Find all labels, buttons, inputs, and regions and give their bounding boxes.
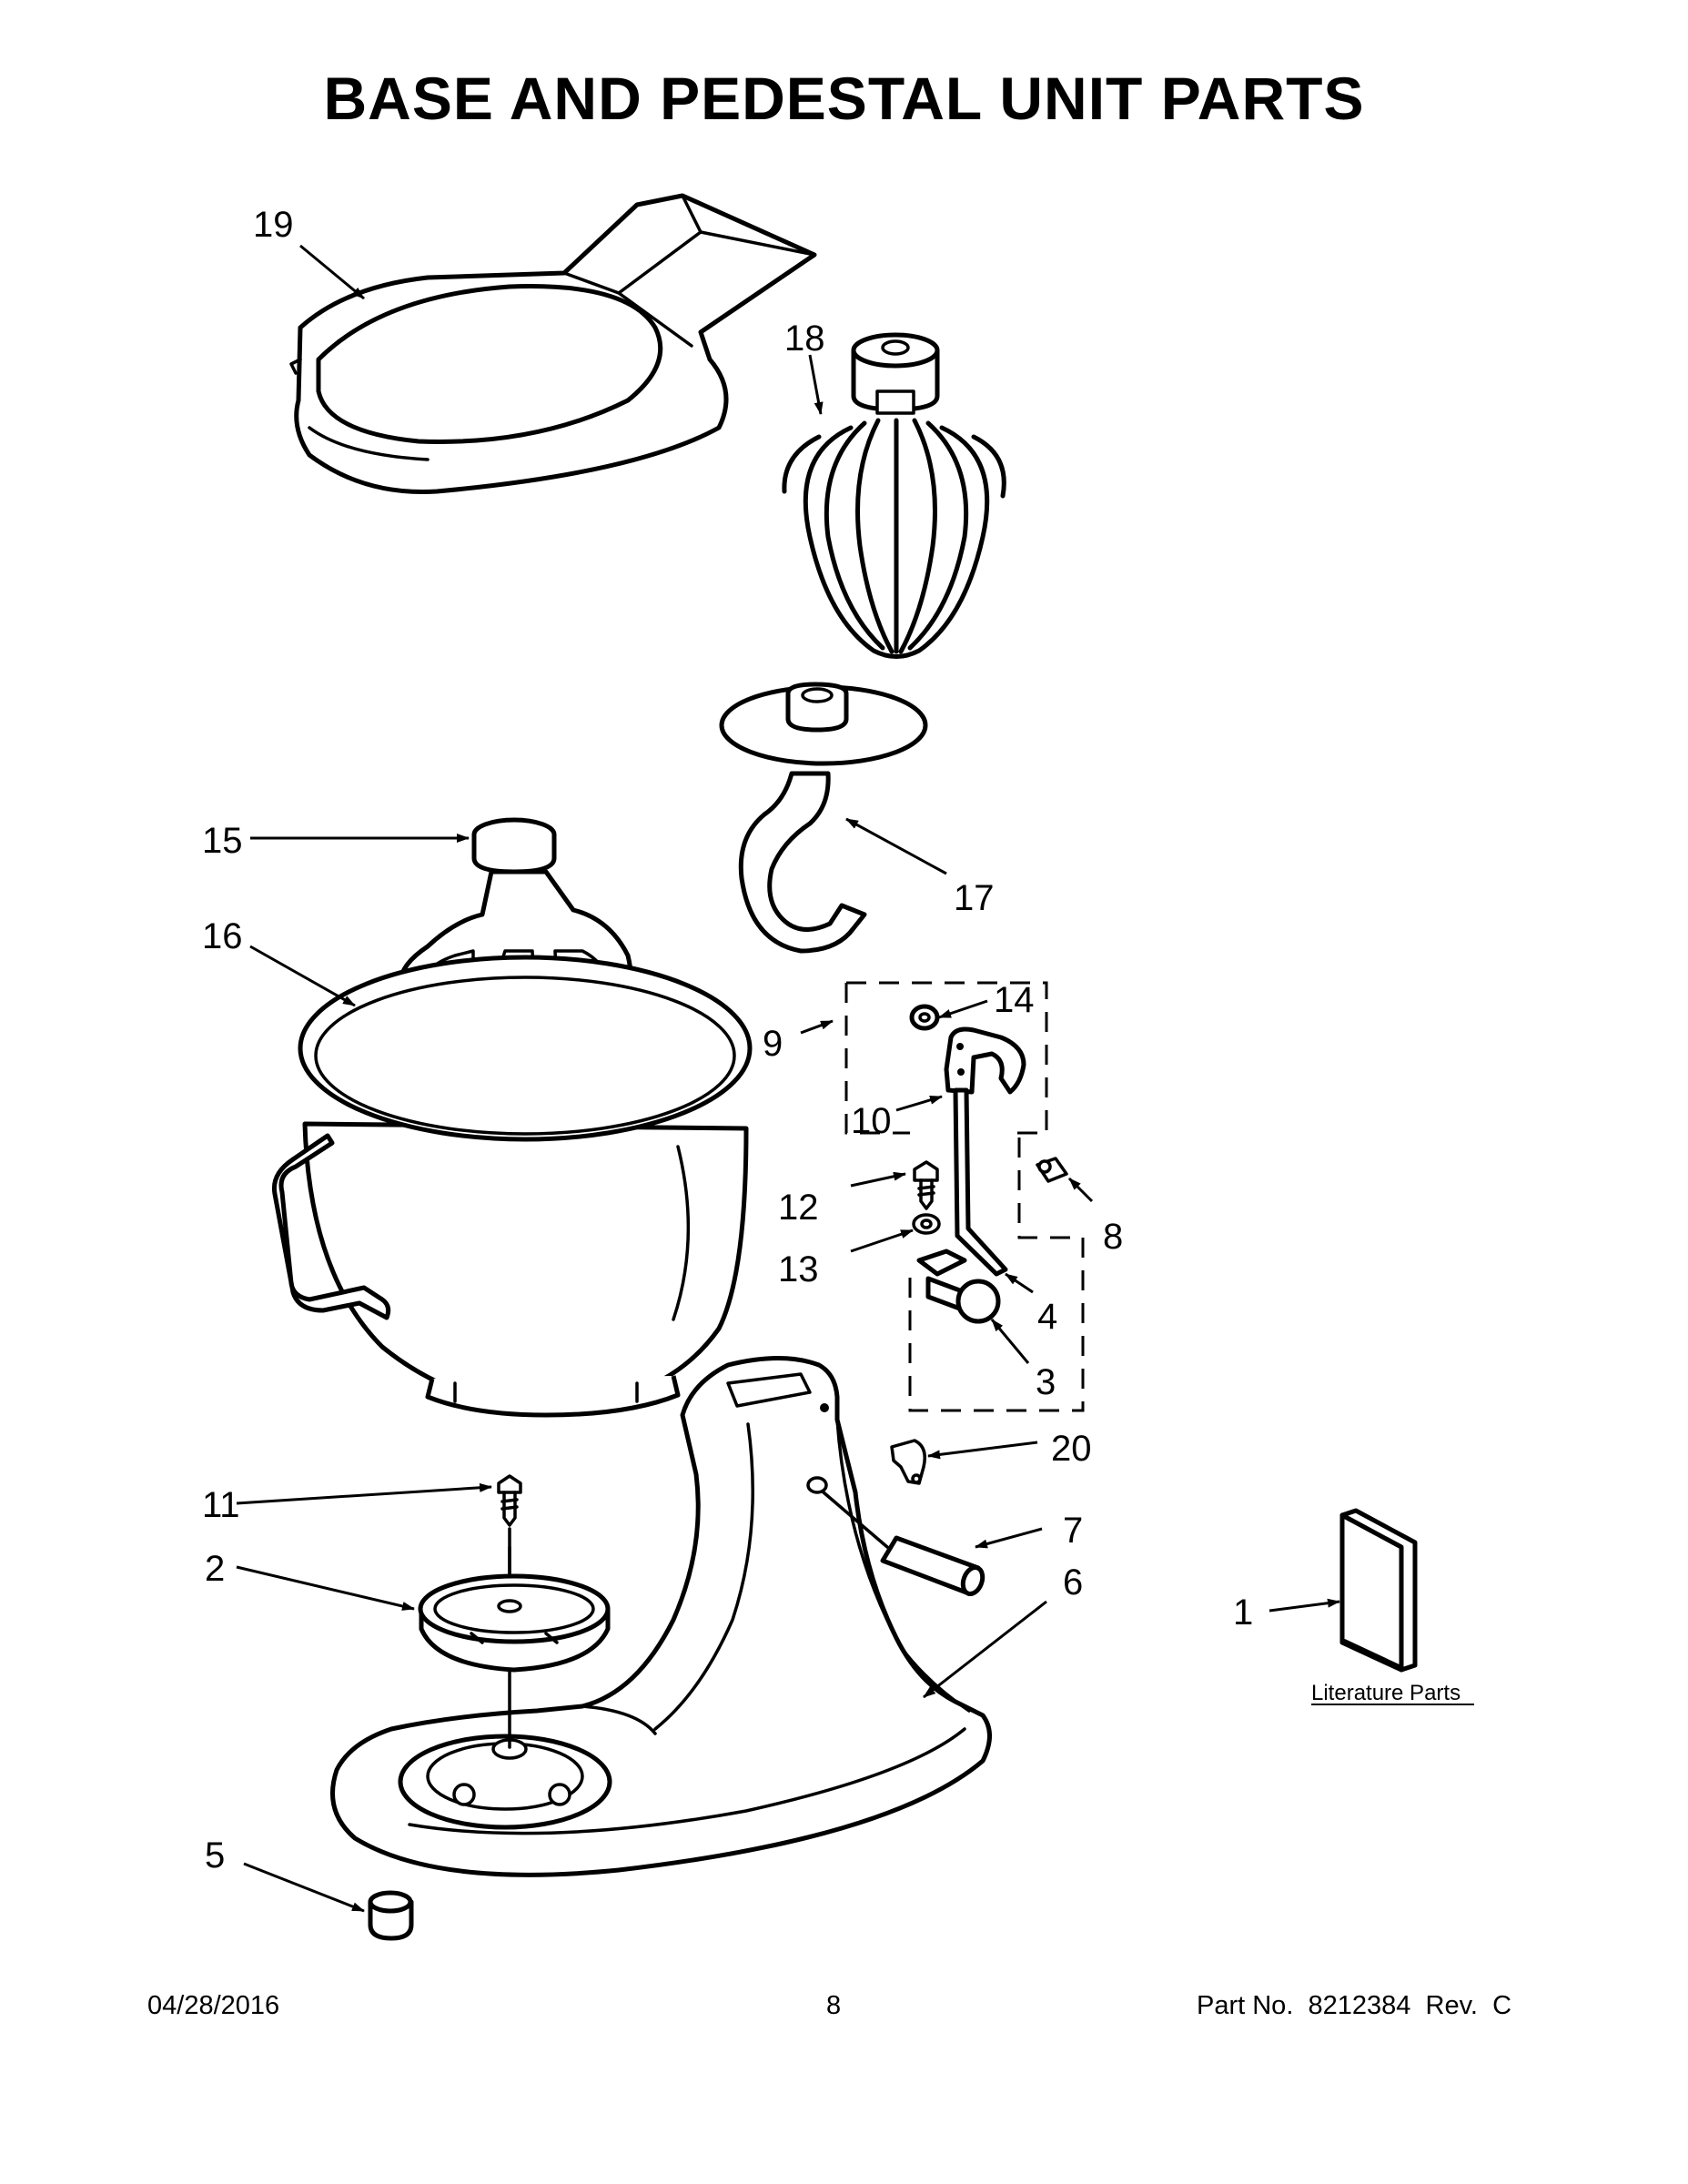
rubber-foot-part — [368, 1890, 414, 1941]
literature-parts-label: Literature Parts — [1311, 1681, 1461, 1705]
callout-18: 18 — [784, 318, 825, 359]
footer-date: 04/28/2016 — [147, 1991, 280, 2020]
lock-lever-assembly — [909, 1004, 1068, 1324]
callout-6: 6 — [1063, 1562, 1083, 1603]
callout-1: 1 — [1233, 1592, 1253, 1633]
callout-5: 5 — [205, 1835, 225, 1876]
callout-14: 14 — [994, 980, 1035, 1020]
callout-10: 10 — [851, 1101, 892, 1141]
screw-and-nut-parts — [912, 1160, 941, 1235]
callout-19: 19 — [253, 205, 294, 245]
callout-13: 13 — [778, 1249, 819, 1289]
callout-9: 9 — [763, 1024, 783, 1064]
callout-11: 11 — [202, 1485, 240, 1525]
callout-16: 16 — [202, 916, 243, 956]
dough-hook-part — [719, 682, 928, 954]
wire-whip-part — [782, 332, 1006, 659]
callout-20: 20 — [1051, 1429, 1092, 1469]
callout-7: 7 — [1063, 1511, 1083, 1551]
mixing-bowl-part — [271, 955, 753, 1418]
callout-3: 3 — [1036, 1362, 1056, 1402]
callout-8: 8 — [1103, 1217, 1123, 1257]
page-title: BASE AND PEDESTAL UNIT PARTS — [323, 65, 1365, 132]
callout-12: 12 — [778, 1188, 819, 1228]
callout-15: 15 — [202, 821, 243, 861]
pedestal-base-part — [330, 1356, 992, 1877]
hinge-pin-part — [822, 1491, 986, 1597]
callout-17: 17 — [954, 878, 995, 918]
literature-booklet-part — [1339, 1508, 1418, 1673]
footer-part-number: Part No. 8212384 Rev. C — [1197, 1991, 1512, 2020]
clip-part — [890, 1439, 926, 1485]
callout-4: 4 — [1037, 1297, 1057, 1337]
callout-2: 2 — [205, 1549, 225, 1589]
pouring-shield-part — [289, 193, 817, 494]
bowl-clamp-screw-part — [497, 1474, 522, 1585]
footer-page-number: 8 — [826, 1991, 842, 2020]
bowl-clamping-plate-part — [418, 1573, 611, 1673]
